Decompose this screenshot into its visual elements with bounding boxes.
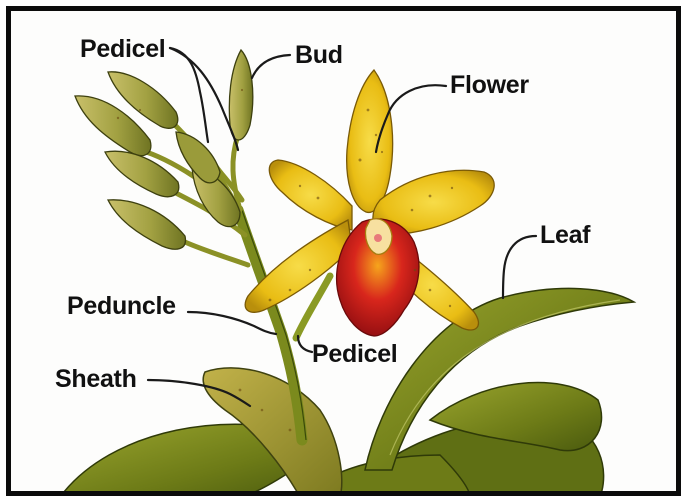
bud-middle-left: [105, 151, 179, 196]
bud-top: [229, 50, 252, 140]
leader-pedicel-bottom: [298, 336, 312, 352]
leader-leaf: [503, 236, 536, 298]
leader-bud: [252, 55, 290, 78]
dorsal-sepal: [347, 70, 393, 212]
label-leaf: Leaf: [540, 221, 591, 249]
label-pedicel-top: Pedicel: [80, 35, 165, 63]
bud-lower-left: [108, 200, 185, 249]
flower: [245, 70, 494, 336]
label-peduncle: Peduncle: [67, 292, 176, 320]
left-petal: [269, 160, 352, 230]
leader-peduncle: [188, 312, 276, 334]
buds: [75, 50, 253, 249]
label-pedicel-bottom: Pedicel: [312, 340, 397, 368]
label-bud: Bud: [295, 41, 343, 69]
label-sheath: Sheath: [55, 365, 137, 393]
label-flower: Flower: [450, 71, 529, 99]
bud-inner: [176, 132, 220, 183]
